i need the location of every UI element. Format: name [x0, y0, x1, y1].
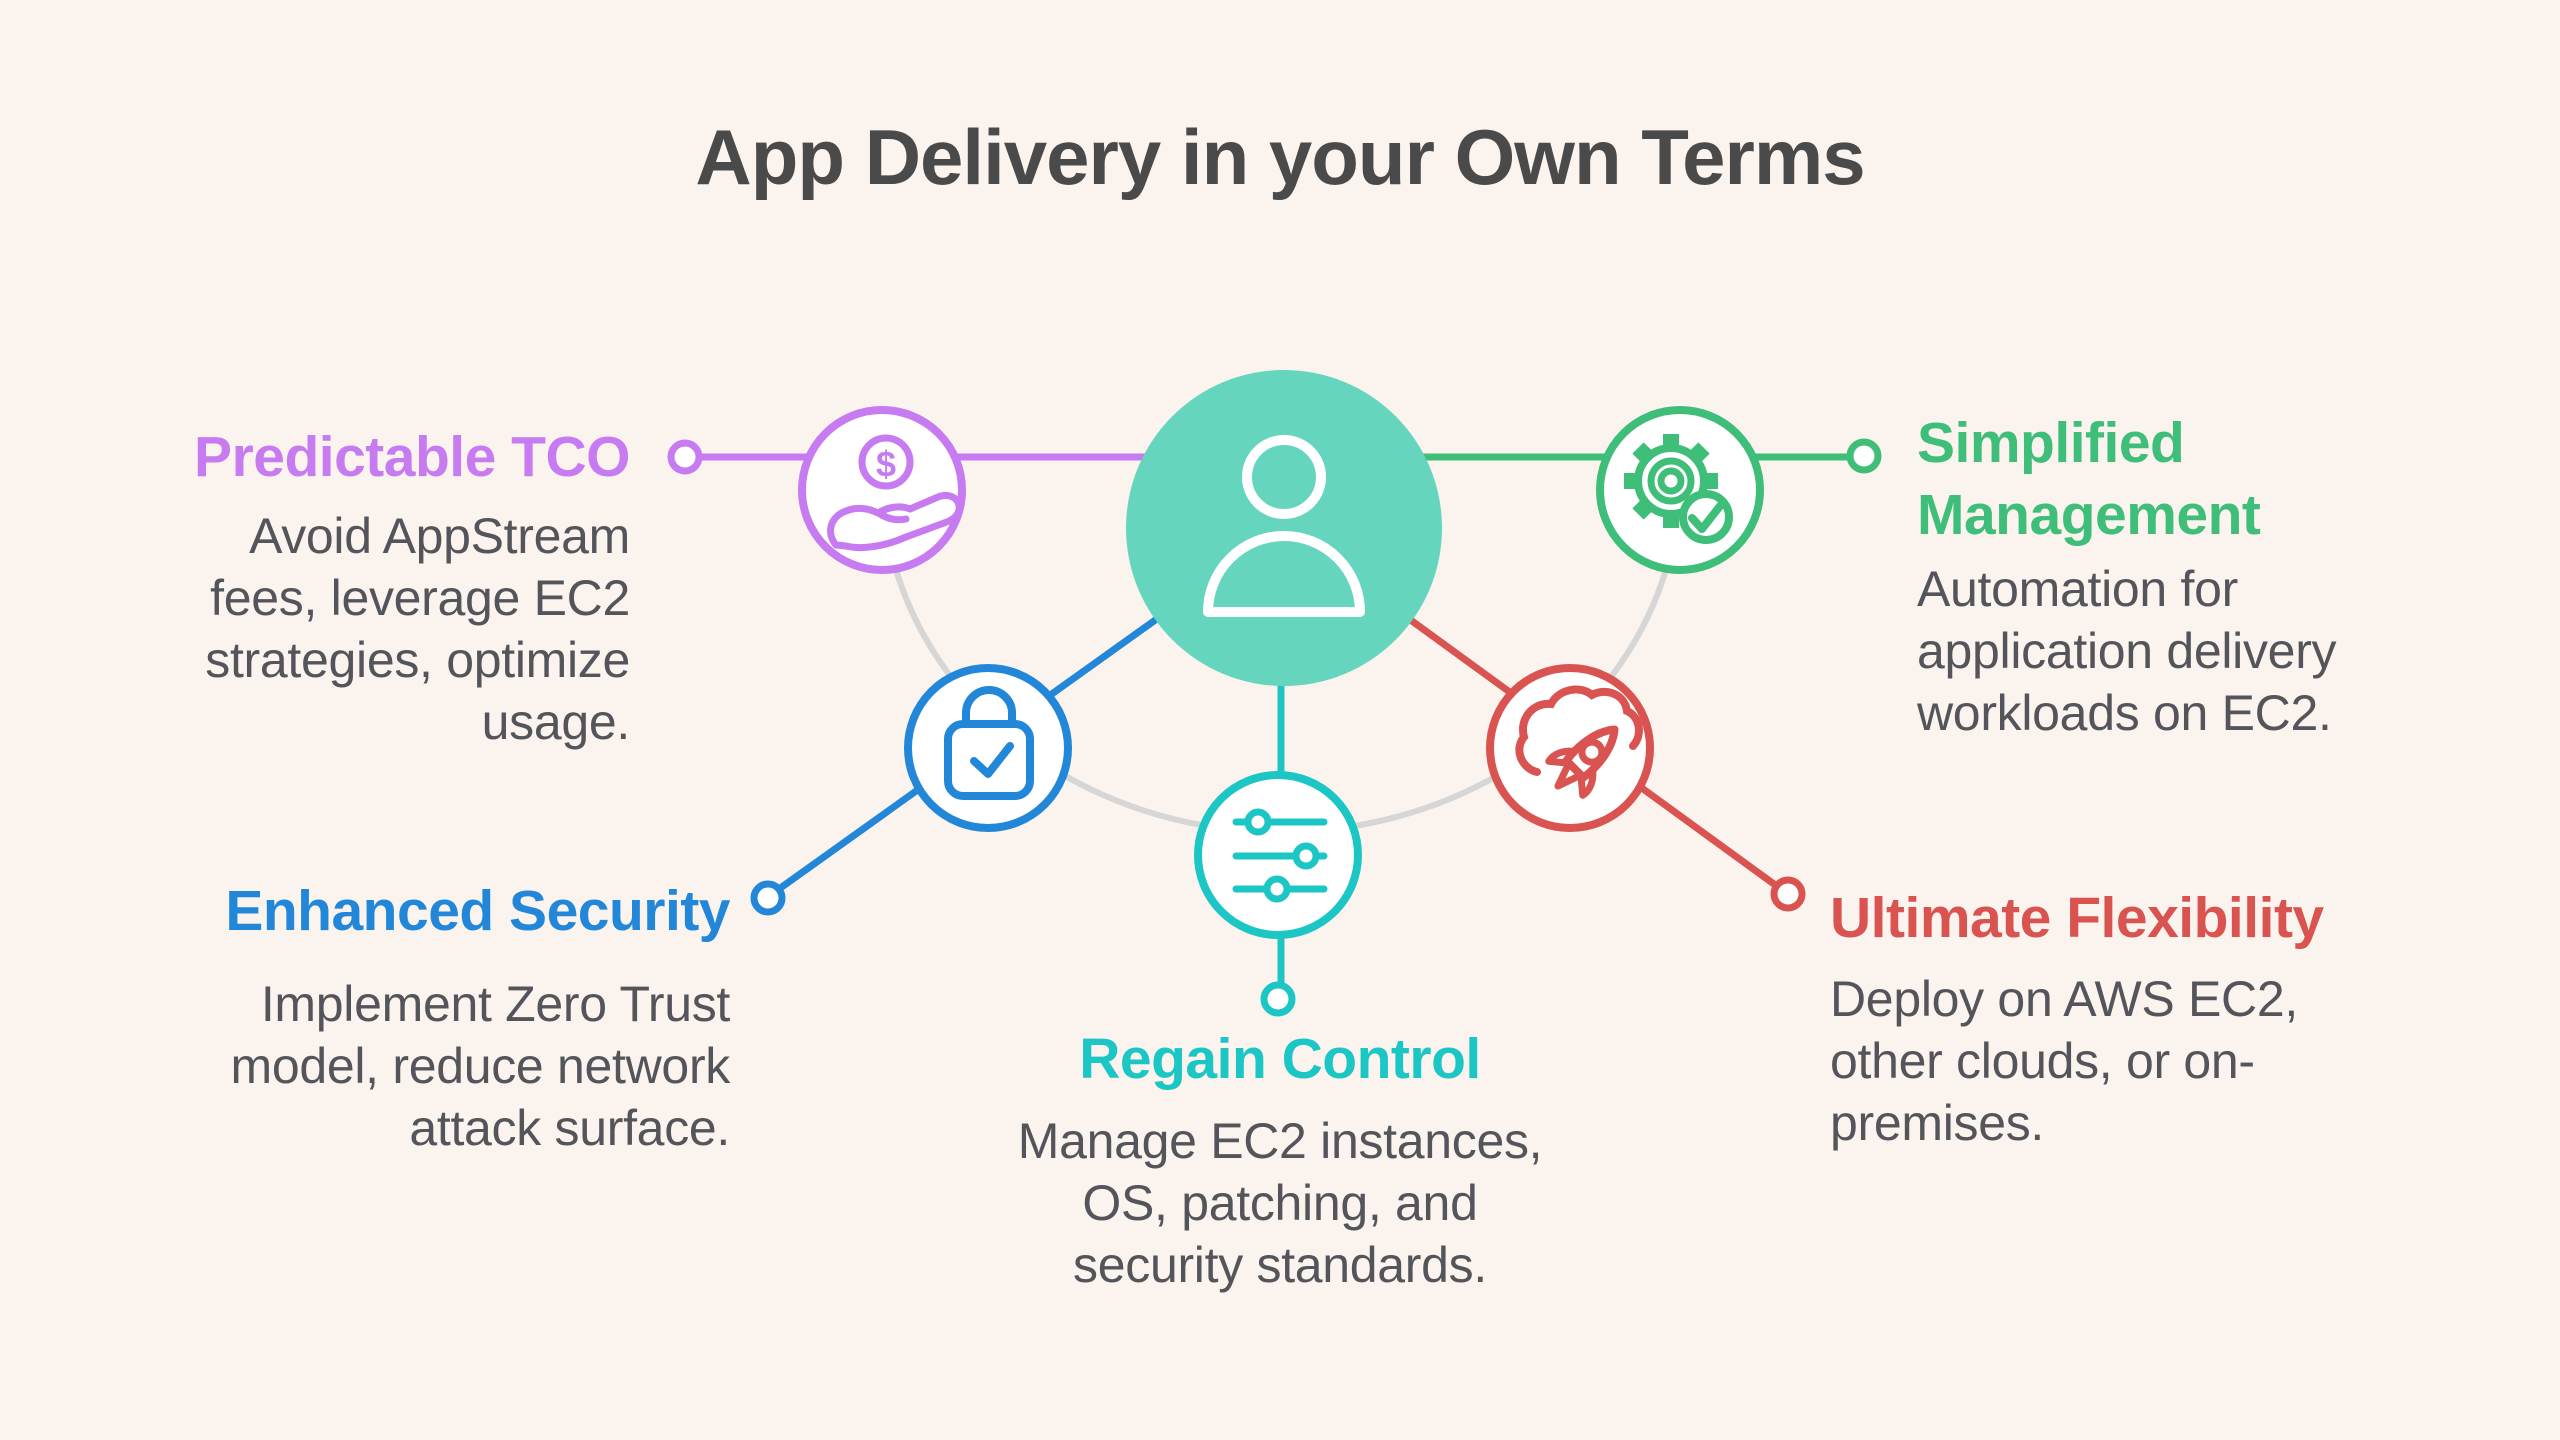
node-heading-enhanced-security: Enhanced Security: [225, 875, 730, 947]
description-line: application delivery: [1917, 623, 2337, 679]
node-heading-ultimate-flexibility: Ultimate Flexibility: [1830, 882, 2324, 954]
gear-check-icon: [1624, 434, 1733, 544]
description-line: OS, patching, and: [1082, 1175, 1478, 1231]
center-circle: [1126, 370, 1442, 686]
description-line: security standards.: [1073, 1237, 1487, 1293]
node-description-ultimate-flexibility: Deploy on AWS EC2, other clouds, or on- …: [1830, 968, 2298, 1154]
node-heading-predictable-tco: Predictable TCO: [194, 421, 630, 493]
description-line: Avoid AppStream: [249, 508, 630, 564]
heading-line: Predictable TCO: [194, 425, 630, 489]
connector-endpoint-dot: [667, 439, 703, 475]
description-line: workloads on EC2.: [1917, 685, 2332, 741]
center-hub: [1126, 370, 1442, 686]
node-description-regain-control: Manage EC2 instances, OS, patching, and …: [640, 1110, 1920, 1296]
sliders-icon: [1232, 808, 1328, 903]
description-line: attack surface.: [409, 1100, 730, 1156]
description-line: premises.: [1830, 1095, 2045, 1151]
node-heading-simplified-management: Simplified Management: [1917, 407, 2261, 551]
node-circle-ultimate-flexibility: [1486, 664, 1654, 832]
node-description-simplified-management: Automation for application delivery work…: [1917, 558, 2337, 744]
heading-line: Ultimate Flexibility: [1830, 886, 2324, 950]
connector-endpoint-dot: [750, 880, 786, 916]
cloud-rocket-icon: [1515, 685, 1643, 799]
description-line: model, reduce network: [230, 1038, 730, 1094]
hand-coin-icon: $: [827, 434, 963, 552]
node-heading-regain-control: Regain Control: [640, 1023, 1920, 1095]
node-circle-regain-control: [1194, 771, 1362, 939]
heading-line: Enhanced Security: [225, 879, 730, 943]
heading-line: Simplified: [1917, 411, 2185, 475]
node-circle-simplified-management: [1596, 406, 1764, 574]
description-line: Implement Zero Trust: [260, 976, 730, 1032]
description-line: usage.: [481, 694, 631, 750]
heading-line: Regain Control: [1079, 1027, 1481, 1091]
connector-endpoint-dot: [1770, 876, 1806, 912]
dollar-symbol: $: [876, 444, 896, 485]
description-line: strategies, optimize: [205, 632, 630, 688]
page-title: App Delivery in your Own Terms: [695, 113, 1865, 201]
node-circle-enhanced-security: [904, 664, 1072, 832]
node-circle-predictable-tco: $: [798, 406, 966, 574]
person-icon: [1203, 435, 1365, 617]
lock-check-icon: [944, 686, 1034, 800]
description-line: fees, leverage EC2: [210, 570, 630, 626]
description-line: other clouds, or on-: [1830, 1033, 2255, 1089]
node-description-enhanced-security: Implement Zero Trust model, reduce netwo…: [230, 973, 730, 1159]
node-description-predictable-tco: Avoid AppStream fees, leverage EC2 strat…: [205, 505, 630, 753]
description-line: Manage EC2 instances,: [1017, 1113, 1543, 1169]
connector-endpoint-dot: [1260, 981, 1296, 1017]
description-line: Automation for: [1917, 561, 2238, 617]
connector-endpoint-dot: [1846, 438, 1882, 474]
description-line: Deploy on AWS EC2,: [1830, 971, 2298, 1027]
heading-line: Management: [1917, 483, 2261, 547]
